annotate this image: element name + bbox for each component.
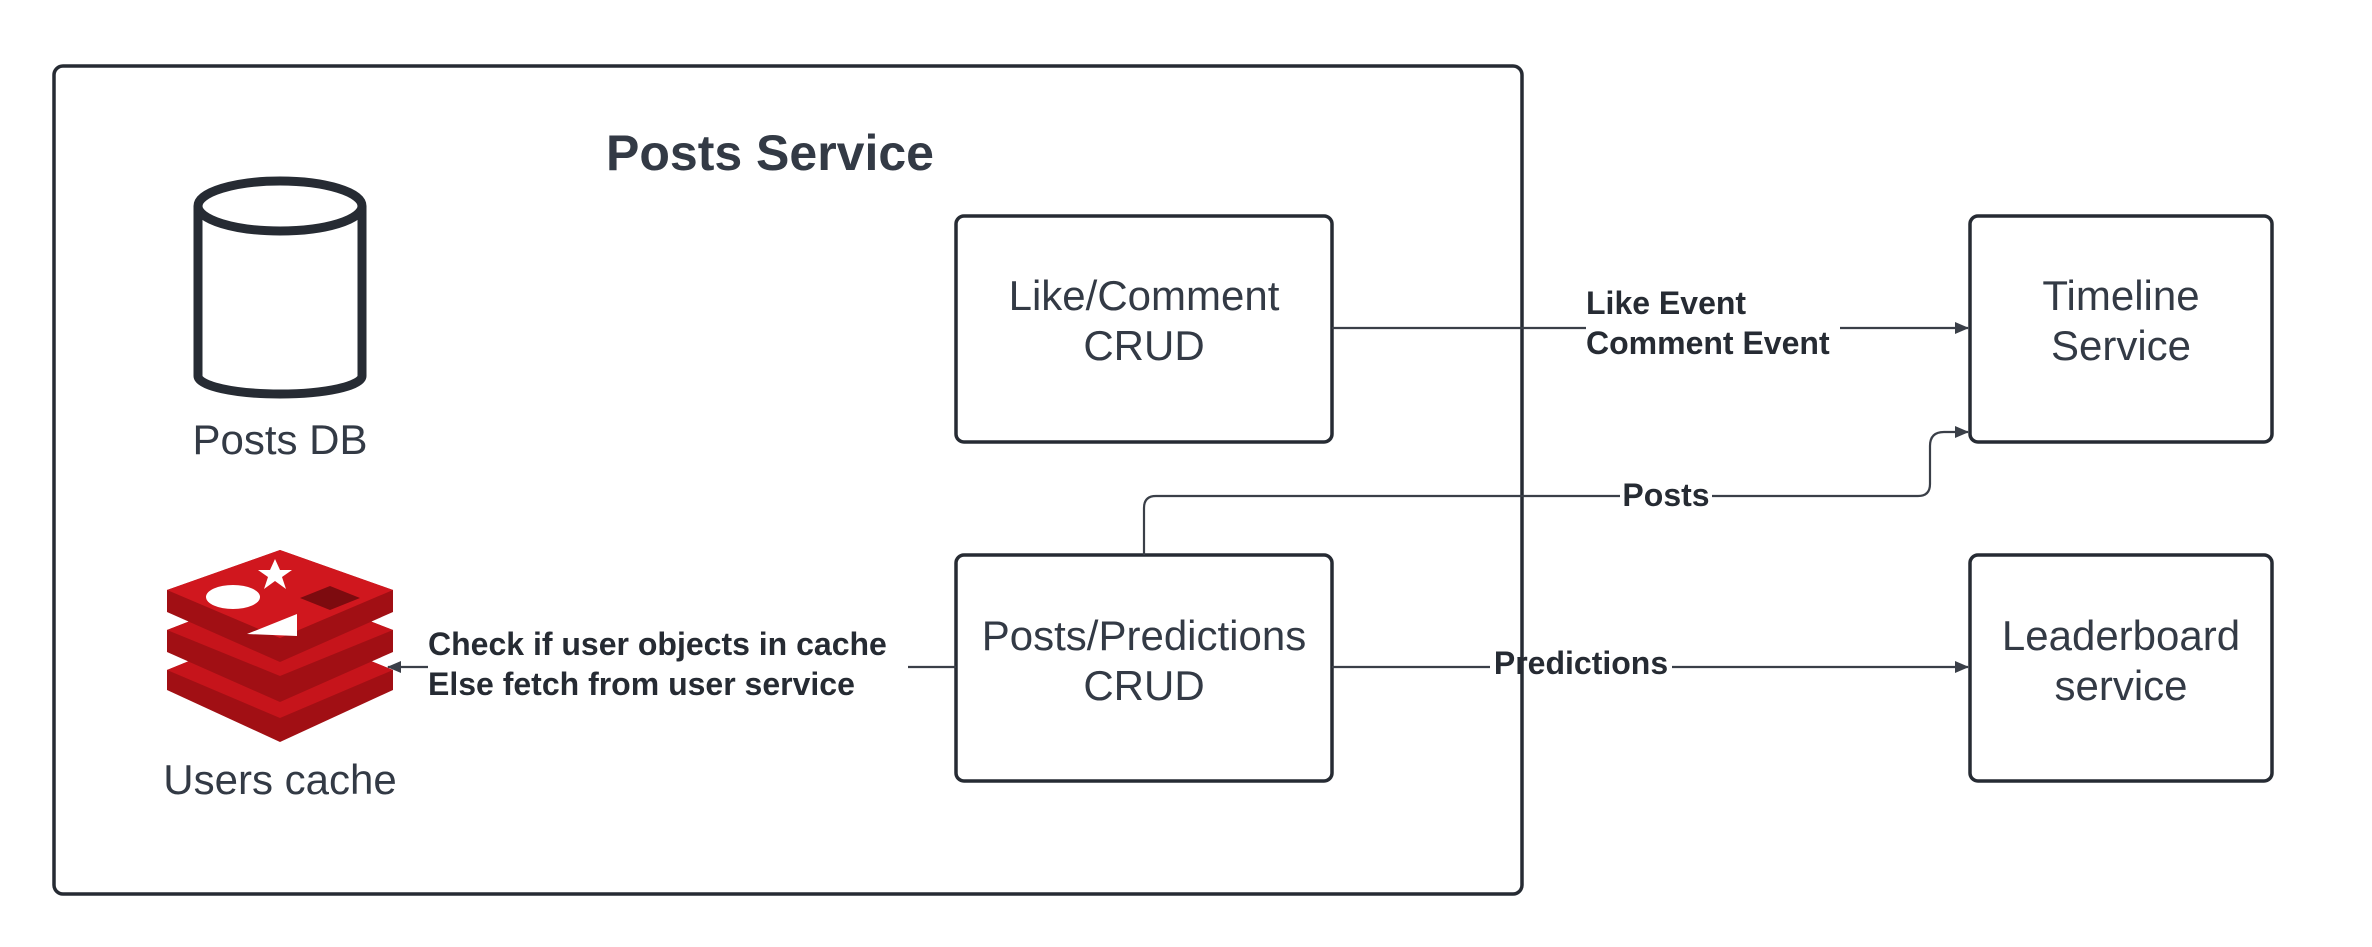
edge-events-label-1: Like Event <box>1586 285 1746 321</box>
database-cylinder-icon <box>193 176 367 399</box>
timeline-service-node[interactable]: Timeline Service <box>1968 214 2274 444</box>
timeline-line1: Timeline <box>2042 272 2199 319</box>
posts-service-title: Posts Service <box>606 125 934 181</box>
leaderboard-line2: service <box>2054 662 2187 709</box>
edge-posts[interactable]: Posts <box>1142 426 1969 555</box>
users-cache-label: Users cache <box>163 756 396 803</box>
edge-predictions-label: Predictions <box>1494 645 1668 681</box>
like-comment-line1: Like/Comment <box>1009 272 1280 319</box>
posts-service-container <box>52 64 1524 896</box>
edge-cache-label-1: Check if user objects in cache <box>428 626 887 662</box>
posts-predictions-line2: CRUD <box>1083 662 1204 709</box>
posts-predictions-line1: Posts/Predictions <box>982 612 1306 659</box>
edge-events-label-2: Comment Event <box>1586 325 1830 361</box>
edge-events[interactable]: Like Event Comment Event <box>1332 285 1969 361</box>
redis-icon <box>167 550 393 742</box>
edge-cache-label-2: Else fetch from user service <box>428 666 855 702</box>
users-cache-node[interactable]: Users cache <box>163 550 397 803</box>
like-comment-crud-node[interactable]: Like/Comment CRUD <box>954 214 1334 444</box>
posts-db-label: Posts DB <box>192 416 367 463</box>
posts-db-node[interactable]: Posts DB <box>192 176 368 463</box>
leaderboard-service-node[interactable]: Leaderboard service <box>1968 553 2274 783</box>
timeline-line2: Service <box>2051 322 2191 369</box>
like-comment-line2: CRUD <box>1083 322 1204 369</box>
edge-posts-label: Posts <box>1622 477 1709 513</box>
edge-posts-line-a <box>1142 494 1620 555</box>
edge-posts-line-b <box>1712 426 1969 498</box>
posts-predictions-crud-node[interactable]: Posts/Predictions CRUD <box>954 553 1334 783</box>
edge-cache[interactable]: Check if user objects in cache Else fetc… <box>387 626 956 702</box>
leaderboard-line1: Leaderboard <box>2002 612 2240 659</box>
edge-predictions[interactable]: Predictions <box>1332 645 1969 681</box>
